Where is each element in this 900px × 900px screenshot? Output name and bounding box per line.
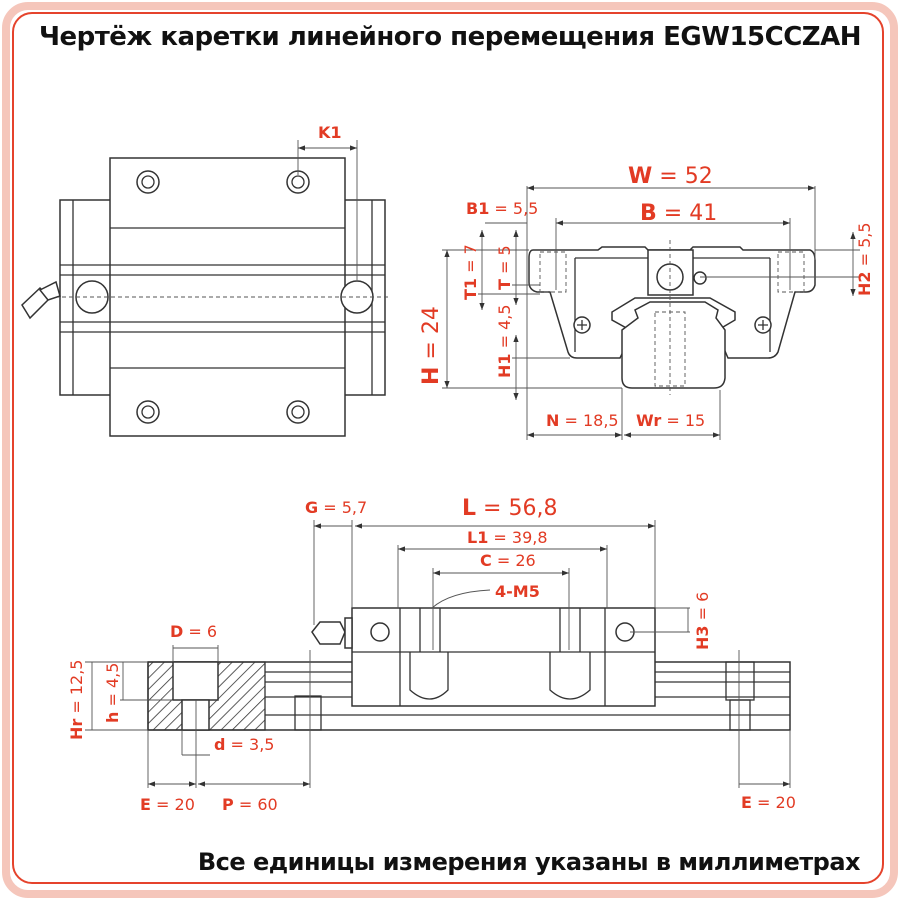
dim-e-right: E = 20 [741, 793, 796, 812]
grease-nipple-icon [311, 621, 346, 645]
dim-c: C = 26 [480, 551, 536, 570]
dim-h1: H1 = 4,5 [495, 304, 514, 378]
dim-w: W = 52 [628, 164, 713, 189]
dim-l: L = 56,8 [462, 496, 557, 521]
dim-d-lower: d = 3,5 [214, 735, 274, 754]
dim-h2: H2 = 5,5 [855, 222, 874, 296]
dim-d-upper: D = 6 [170, 622, 217, 641]
top-view: K1 [21, 123, 390, 437]
carriage [351, 607, 656, 707]
dim-k1: K1 [318, 123, 342, 142]
mounting-hole [286, 170, 310, 194]
dim-p: P = 60 [222, 795, 278, 814]
dim-thread-4-m5: 4-M5 [495, 582, 540, 601]
mounting-hole [136, 400, 160, 424]
dim-h: H = 24 [419, 306, 444, 385]
side-view: G = 5,7 L = 56,8 L1 = 39,8 C = 26 4-M5 H… [67, 496, 796, 814]
grease-nipple-icon [21, 280, 61, 320]
page-title: Чертёж каретки линейного перемещения EGW… [38, 22, 862, 52]
dim-wr: Wr = 15 [636, 411, 705, 430]
dim-t1: T1 = 7 [461, 244, 480, 300]
dim-hr: Hr = 12,5 [67, 660, 86, 740]
end-view: W = 52 B = 41 B1 = 5,5 H = 24 T1 = 7 T =… [419, 164, 874, 440]
dim-e-left: E = 20 [140, 795, 195, 814]
dim-l1: L1 = 39,8 [467, 528, 548, 547]
screw-icon [370, 622, 390, 642]
mounting-hole [286, 400, 310, 424]
dim-h3: H3 = 6 [693, 592, 712, 650]
dim-t: T = 5 [495, 245, 514, 290]
dim-b: B = 41 [640, 201, 717, 226]
dim-n: N = 18,5 [546, 411, 619, 430]
rail-profile [621, 301, 726, 389]
mounting-hole [136, 170, 160, 194]
dim-h-small: h = 4,5 [103, 663, 122, 723]
dim-g: G = 5,7 [305, 498, 367, 517]
dim-b1: B1 = 5,5 [466, 199, 538, 218]
units-note: Все единицы измерения указаны в миллимет… [197, 848, 861, 876]
